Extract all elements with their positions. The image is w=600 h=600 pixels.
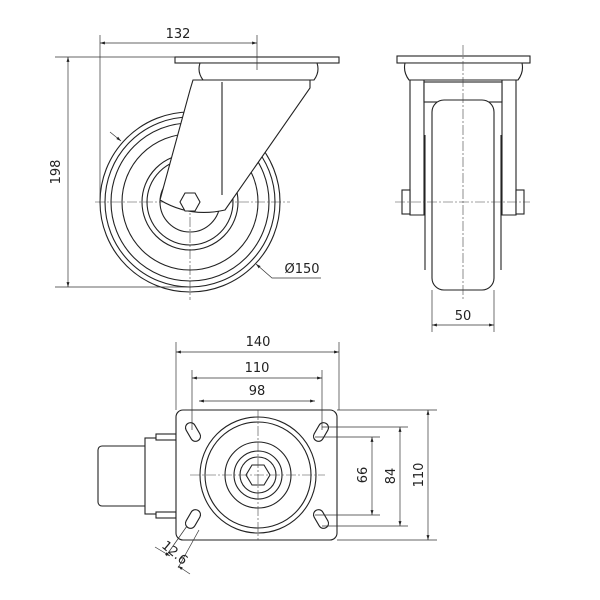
dim-slot-width: 12.6 — [158, 538, 190, 568]
dim-width-inner: 66 — [356, 467, 371, 484]
dim-hole-spacing-length: 110 — [245, 361, 270, 376]
axle-nut — [179, 192, 201, 212]
fork — [159, 79, 311, 213]
side-view: 50 — [395, 45, 531, 332]
front-view: 132 198 Ø150 — [49, 27, 340, 300]
dim-overall-height: 198 — [49, 160, 64, 185]
side-top-plate — [396, 55, 531, 64]
dim-plate-length: 140 — [246, 335, 271, 350]
dim-hole-spacing-inner: 98 — [249, 384, 266, 399]
dim-plate-width: 110 — [412, 463, 427, 488]
mounting-slots — [184, 422, 330, 529]
dim-width-holes: 84 — [384, 468, 399, 485]
dim-offset: 132 — [166, 27, 191, 42]
swivel-head — [198, 62, 319, 81]
dim-wheel-width: 50 — [455, 309, 472, 324]
top-view: 140 110 98 66 84 110 12.6 — [97, 335, 437, 575]
dim-wheel-diameter: Ø150 — [284, 262, 319, 277]
